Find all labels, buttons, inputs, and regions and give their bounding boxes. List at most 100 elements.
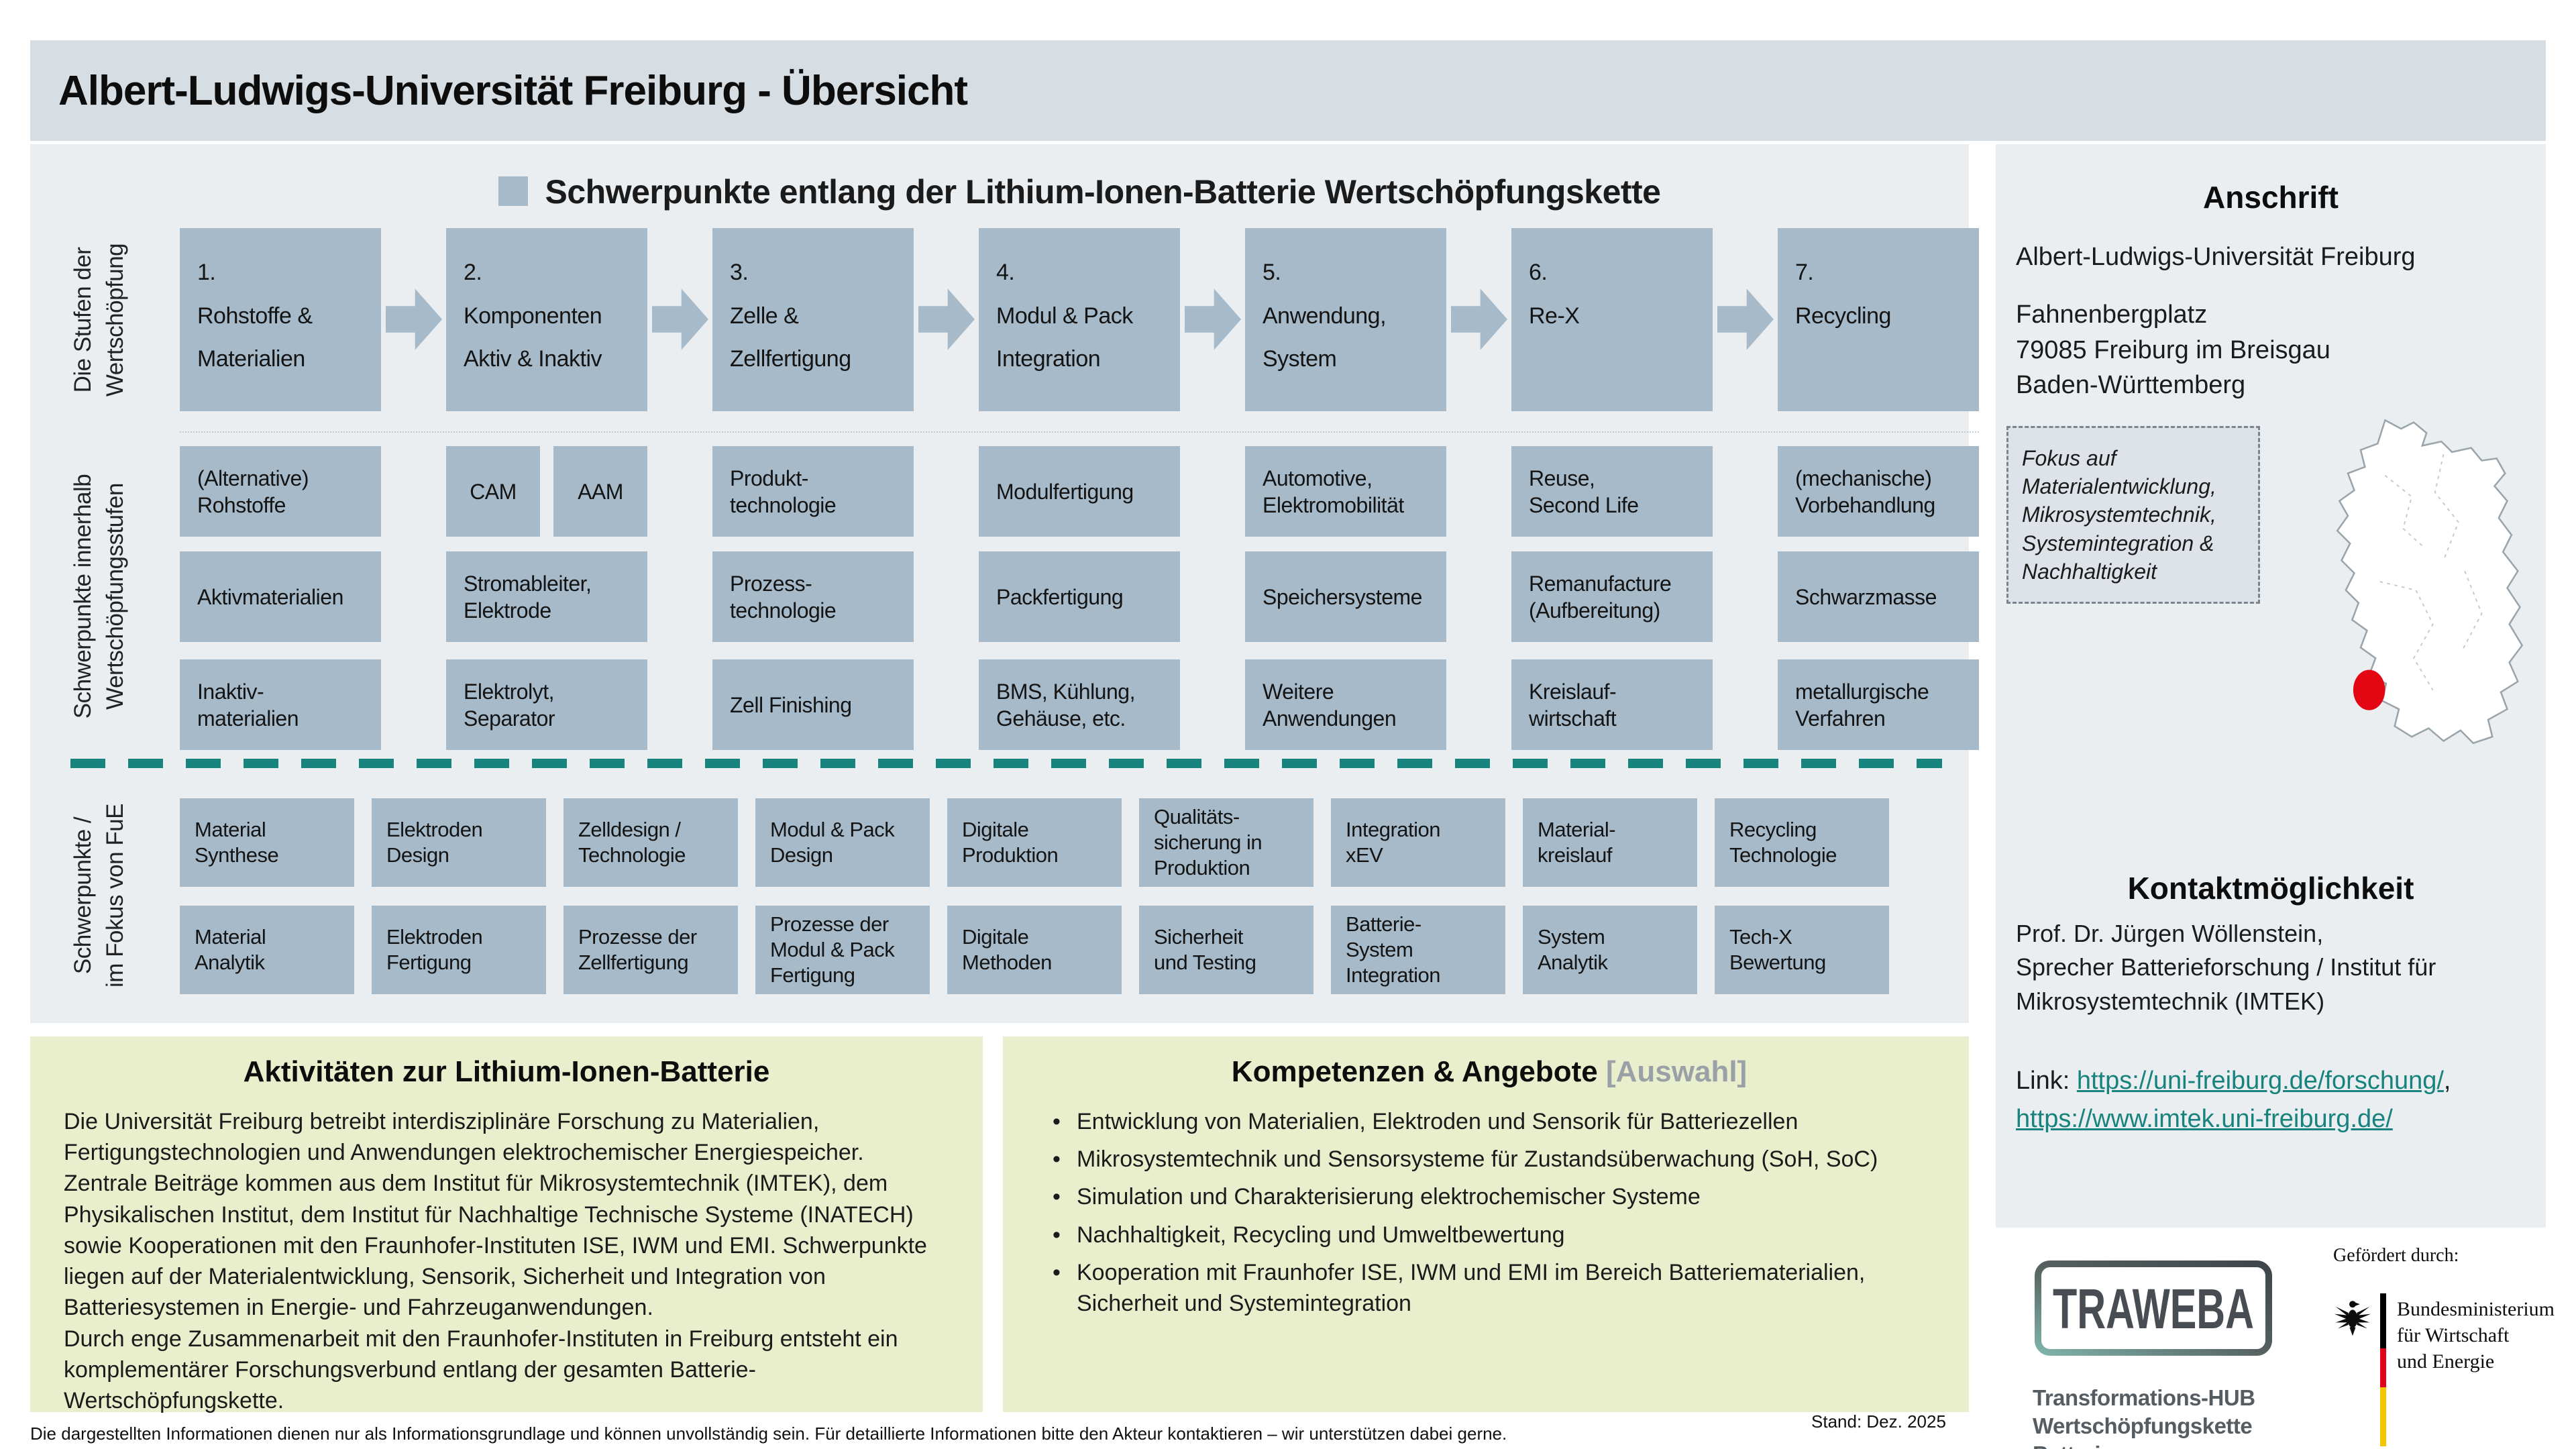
competencies-title-suffix: [Auswahl] bbox=[1605, 1055, 1748, 1088]
contact-links: Link: https://uni-freiburg.de/forschung/… bbox=[2016, 1062, 2539, 1138]
teal-dashed-divider bbox=[70, 759, 1942, 768]
stage-box-5: 5. Anwendung, System bbox=[1245, 228, 1446, 411]
fue-box: Material Synthese bbox=[180, 798, 354, 887]
stage-name: Rohstoffe & Materialien bbox=[197, 303, 313, 372]
location-marker-icon bbox=[2353, 669, 2385, 710]
address-org: Albert-Ludwigs-Universität Freiburg bbox=[2016, 243, 2416, 271]
competencies-list: Entwicklung von Materialien, Elektroden … bbox=[1043, 1106, 1935, 1319]
federal-eagle-icon bbox=[2334, 1301, 2371, 1336]
fue-box: Prozesse der Zellfertigung bbox=[564, 906, 738, 994]
footer-disclaimer: Die dargestellten Informationen dienen n… bbox=[30, 1424, 1507, 1444]
stage-num: 7. bbox=[1795, 260, 1814, 285]
list-item: Simulation und Charakterisierung elektro… bbox=[1053, 1181, 1935, 1212]
activities-block: Aktivitäten zur Lithium-Ionen-Batterie D… bbox=[30, 1036, 983, 1413]
list-item: Entwicklung von Materialien, Elektroden … bbox=[1053, 1106, 1935, 1137]
fue-row-1: Material Synthese Elektroden Design Zell… bbox=[180, 798, 1889, 887]
anschrift-heading: Anschrift bbox=[2203, 180, 2339, 215]
address-city: 79085 Freiburg im Breisgau bbox=[2016, 335, 2330, 364]
dotted-divider bbox=[180, 431, 1979, 433]
tier-box: Inaktiv- materialien bbox=[180, 659, 381, 750]
contact-person: Prof. Dr. Jürgen Wöllenstein, bbox=[2016, 920, 2324, 947]
fue-box: Elektroden Fertigung bbox=[372, 906, 546, 994]
fue-row-2: Material Analytik Elektroden Fertigung P… bbox=[180, 906, 1889, 994]
traweba-wordmark-icon: TRAWEBA bbox=[2035, 1260, 2272, 1356]
germany-map bbox=[2336, 419, 2524, 745]
link-imtek[interactable]: https://www.imtek.uni-freiburg.de/ bbox=[2016, 1105, 2393, 1133]
tier-box-cam: CAM bbox=[446, 446, 540, 537]
value-chain-header-label: Schwerpunkte entlang der Lithium-Ionen-B… bbox=[545, 173, 1661, 211]
fue-box: Tech-X Bewertung bbox=[1715, 906, 1889, 994]
fue-box: Qualitäts- sicherung in Produktion bbox=[1139, 798, 1313, 887]
tier-box: Speichersysteme bbox=[1245, 551, 1446, 642]
activities-title: Aktivitäten zur Lithium-Ionen-Batterie bbox=[243, 1055, 770, 1088]
stage-num: 3. bbox=[730, 260, 749, 285]
column-1: 1. Rohstoffe & Materialien (Alternative)… bbox=[180, 228, 381, 750]
competencies-title-main: Kompetenzen & Angebote bbox=[1231, 1055, 1606, 1088]
fue-box: Sicherheit und Testing bbox=[1139, 906, 1313, 994]
activities-paragraph-2: Durch enge Zusammenarbeit mit den Fraunh… bbox=[64, 1326, 898, 1414]
page-title: Albert-Ludwigs-Universität Freiburg - Üb… bbox=[58, 67, 968, 114]
tier-box: Automotive, Elektromobilität bbox=[1245, 446, 1446, 537]
column-2: 2. Komponenten Aktiv & Inaktiv CAM AAM S… bbox=[446, 228, 647, 750]
stage-name: Komponenten Aktiv & Inaktiv bbox=[464, 303, 602, 372]
tier-box: (Alternative) Rohstoffe bbox=[180, 446, 381, 537]
stage-name: Re-X bbox=[1529, 303, 1580, 329]
stand-date: Stand: Dez. 2025 bbox=[1811, 1411, 1946, 1432]
column-4: 4. Modul & Pack Integration Modulfertigu… bbox=[979, 228, 1180, 750]
german-flag-bar-icon bbox=[2379, 1293, 2386, 1446]
ministry-name: Bundesministerium für Wirtschaft und Ene… bbox=[2397, 1298, 2555, 1373]
stage-num: 4. bbox=[996, 260, 1015, 285]
tier-box: Elektrolyt, Separator bbox=[446, 659, 647, 750]
tier-box: Produkt- technologie bbox=[712, 446, 914, 537]
address-state: Baden-Württemberg bbox=[2016, 371, 2246, 400]
stage-box-7: 7. Recycling bbox=[1778, 228, 1979, 411]
fue-box: Elektroden Design bbox=[372, 798, 546, 887]
address-block: Albert-Ludwigs-Universität Freiburg Fahn… bbox=[1996, 239, 2546, 403]
stage-box-2: 2. Komponenten Aktiv & Inaktiv bbox=[446, 228, 647, 411]
tier-box: (mechanische) Vorbehandlung bbox=[1778, 446, 1979, 537]
fue-box: Digitale Produktion bbox=[947, 798, 1122, 887]
contact-block: Prof. Dr. Jürgen Wöllenstein, Sprecher B… bbox=[2016, 917, 2526, 1018]
fue-box: Material Analytik bbox=[180, 906, 354, 994]
tier-box: Stromableiter, Elektrode bbox=[446, 551, 647, 642]
value-chain-header: Schwerpunkte entlang der Lithium-Ionen-B… bbox=[180, 172, 1979, 211]
link-label: Link: bbox=[2016, 1067, 2077, 1095]
competencies-block: Kompetenzen & Angebote [Auswahl] Entwick… bbox=[1003, 1036, 1969, 1412]
fue-box: Prozesse der Modul & Pack Fertigung bbox=[755, 906, 930, 994]
fue-box: Integration xEV bbox=[1331, 798, 1505, 887]
stage-box-4: 4. Modul & Pack Integration bbox=[979, 228, 1180, 411]
stage-num: 1. bbox=[197, 260, 216, 285]
stage-name: Modul & Pack Integration bbox=[996, 303, 1133, 372]
stage-box-1: 1. Rohstoffe & Materialien bbox=[180, 228, 381, 411]
fue-box: Material- kreislauf bbox=[1523, 798, 1697, 887]
stage-num: 5. bbox=[1263, 260, 1281, 285]
tier-box: Weitere Anwendungen bbox=[1245, 659, 1446, 750]
stage-name: Recycling bbox=[1795, 303, 1891, 329]
tier-box: Remanufacture (Aufbereitung) bbox=[1511, 551, 1713, 642]
stage-name: Zelle & Zellfertigung bbox=[730, 303, 851, 372]
value-chain-panel: Schwerpunkte entlang der Lithium-Ionen-B… bbox=[30, 144, 1979, 1023]
fue-box: Digitale Methoden bbox=[947, 906, 1122, 994]
tier-box: Schwarzmasse bbox=[1778, 551, 1979, 642]
square-bullet-icon bbox=[498, 176, 528, 206]
contact-role: Sprecher Batterieforschung / Institut fü… bbox=[2016, 953, 2436, 1015]
address-street: Fahnenbergplatz bbox=[2016, 301, 2208, 329]
stage-box-6: 6. Re-X bbox=[1511, 228, 1713, 411]
axis-label-fue: Schwerpunkte / im Fokus von FuE bbox=[70, 803, 128, 988]
fue-box: Batterie- System Integration bbox=[1331, 906, 1505, 994]
stage-name: Anwendung, System bbox=[1263, 303, 1387, 372]
value-chain-columns: 1. Rohstoffe & Materialien (Alternative)… bbox=[180, 228, 1979, 750]
kontakt-heading: Kontaktmöglichkeit bbox=[2127, 871, 2414, 906]
fue-box: System Analytik bbox=[1523, 906, 1697, 994]
link-forschung[interactable]: https://uni-freiburg.de/forschung/ bbox=[2076, 1067, 2444, 1095]
stage-num: 2. bbox=[464, 260, 482, 285]
tier-box: Packfertigung bbox=[979, 551, 1180, 642]
tier-box: Prozess- technologie bbox=[712, 551, 914, 642]
list-item: Nachhaltigkeit, Recycling und Umweltbewe… bbox=[1053, 1220, 1935, 1250]
funding-block: Gefördert durch: Bundesministerium für W… bbox=[2333, 1245, 2555, 1449]
column-6: 6. Re-X Reuse, Second Life Remanufacture… bbox=[1511, 228, 1713, 750]
tier-box: BMS, Kühlung, Gehäuse, etc. bbox=[979, 659, 1180, 750]
germany-outline bbox=[2336, 419, 2524, 745]
column-5: 5. Anwendung, System Automotive, Elektro… bbox=[1245, 228, 1446, 750]
tier-box: Aktivmaterialien bbox=[180, 551, 381, 642]
